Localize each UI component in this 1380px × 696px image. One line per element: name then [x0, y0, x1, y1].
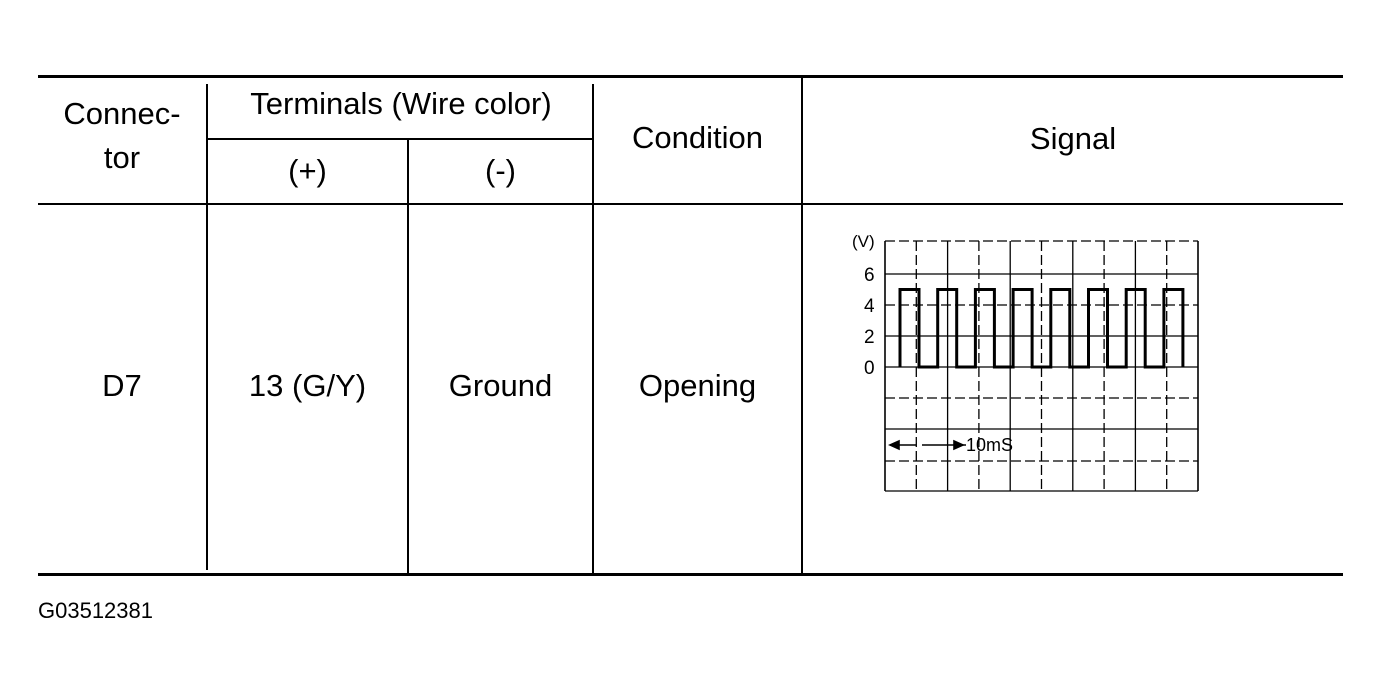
figure-code: G03512381 — [38, 598, 153, 623]
header-terminals: Terminals (Wire color) — [250, 86, 552, 121]
marker-arrow-left — [888, 439, 900, 451]
table-top-rule — [38, 75, 1343, 78]
waveform-trace — [898, 288, 1185, 369]
waveform-graph: (V) 6 4 2 0 10mS — [852, 232, 1199, 492]
row-condition: Opening — [638, 368, 757, 403]
header-condition: Condition — [632, 120, 763, 155]
y-tick-label: 4 — [864, 296, 875, 317]
marker-arrow-right — [953, 439, 965, 451]
row-positive-terminal: 13 (G/Y) — [248, 368, 367, 403]
terminals-subheader-rule — [208, 138, 594, 140]
y-tick-label: 2 — [864, 327, 875, 348]
header-connector-line1: Connec- — [63, 96, 181, 131]
signal-waveform: (V) 6 4 2 0 10mS — [848, 225, 1208, 505]
waveform-labels: (V) 6 4 2 0 — [852, 232, 875, 379]
header-connector-line2: tor — [103, 140, 141, 175]
table-bottom-rule — [38, 573, 1343, 576]
column-divider-negative — [592, 84, 594, 573]
column-divider-connector — [206, 84, 208, 570]
row-connector: D7 — [102, 368, 142, 403]
time-scale-label: 10mS — [966, 435, 1013, 455]
row-negative-terminal: Ground — [448, 368, 553, 403]
y-tick-label: 6 — [864, 265, 875, 286]
header-signal: Signal — [1029, 121, 1117, 156]
header-positive: (+) — [288, 153, 327, 188]
time-scale-marker: 10mS — [888, 435, 1013, 455]
column-divider-condition — [801, 78, 803, 573]
header-bottom-rule — [38, 203, 1343, 205]
y-tick-label: 0 — [864, 358, 875, 379]
column-divider-terminals — [407, 140, 409, 573]
header-negative: (-) — [485, 153, 516, 188]
unit-label: (V) — [852, 232, 875, 251]
